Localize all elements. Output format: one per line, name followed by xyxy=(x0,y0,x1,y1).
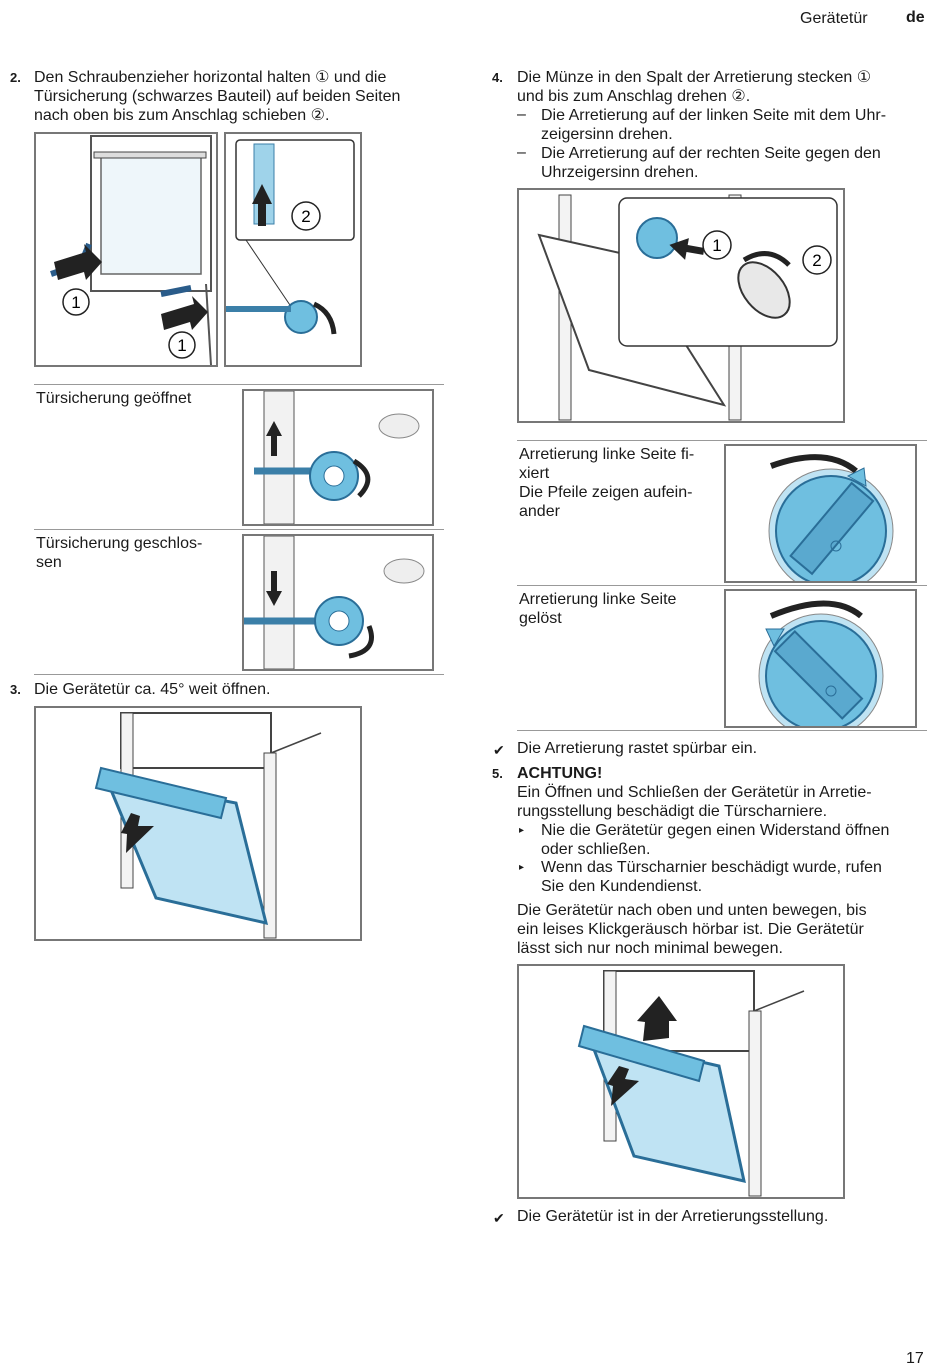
figure-callout: 1 xyxy=(71,293,80,312)
dash-mark: – xyxy=(517,106,526,123)
step-2-text: Den Schraubenzieher horizontal halten ① … xyxy=(34,68,400,125)
sub-line: zeigersinn drehen. xyxy=(541,126,673,143)
section-title: Gerätetür xyxy=(800,10,868,27)
table-rule xyxy=(34,674,444,675)
sub-line: Die Arretierung auf der rechten Seite ge… xyxy=(541,145,881,162)
table-rule xyxy=(517,440,927,441)
table-rule xyxy=(34,384,444,385)
bullet-line: Sie den Kundendienst. xyxy=(541,878,703,895)
table-cell-line: Türsicherung geschlos- xyxy=(36,535,203,552)
dash-mark: – xyxy=(517,144,526,161)
result-text: Die Gerätetür ist in der Arretierungsste… xyxy=(517,1208,829,1225)
warning-title: ACHTUNG! xyxy=(517,765,603,782)
figure-lock-closed xyxy=(242,534,434,671)
bullet-line: oder schließen. xyxy=(541,841,651,858)
step-2-line: nach oben bis zum Anschlag schieben ②. xyxy=(34,107,330,124)
figure-door-lock-detail: 2 xyxy=(224,132,362,367)
table-cell-line: sen xyxy=(36,554,62,571)
figure-lock-fixed xyxy=(724,444,917,583)
table-rule xyxy=(517,730,927,731)
sub-line: Die Arretierung auf der linken Seite mit… xyxy=(541,107,887,124)
language-tag: de xyxy=(906,9,925,26)
figure-screwdriver-oven: 1 1 xyxy=(34,132,218,367)
paragraph-line: ein leises Klickgeräusch hörbar ist. Die… xyxy=(517,921,864,938)
warning-line: Ein Öffnen und Schließen der Gerätetür i… xyxy=(517,784,872,801)
figure-door-45deg xyxy=(34,706,362,941)
warning-text: Ein Öffnen und Schließen der Gerätetür i… xyxy=(517,783,872,821)
paragraph-line: lässt sich nur noch minimal bewegen. xyxy=(517,940,783,957)
figure-door-move xyxy=(517,964,845,1199)
table-cell-label: Türsicherung geschlos- sen xyxy=(36,534,202,572)
warning-bullet-1: Nie die Gerätetür gegen einen Widerstand… xyxy=(541,821,889,859)
table-cell-label: Türsicherung geöffnet xyxy=(36,389,191,408)
table-cell-line: Türsicherung geöffnet xyxy=(36,390,192,407)
bullet-line: Wenn das Türscharnier beschädigt wurde, … xyxy=(541,859,882,876)
table-cell-line: xiert xyxy=(519,465,550,482)
step-4-sub-2: Die Arretierung auf der rechten Seite ge… xyxy=(541,144,881,182)
table-cell-line: gelöst xyxy=(519,610,562,627)
step-2-line: Türsicherung (schwarzes Bauteil) auf bei… xyxy=(34,88,401,105)
step-2-number: 2. xyxy=(10,70,21,85)
table-rule xyxy=(517,585,927,586)
bullet-line: Nie die Gerätetür gegen einen Widerstand… xyxy=(541,822,890,839)
step-4-sub-1: Die Arretierung auf der linken Seite mit… xyxy=(541,106,886,144)
figure-callout: 1 xyxy=(712,236,721,255)
step-5-paragraph: Die Gerätetür nach oben und unten bewege… xyxy=(517,901,867,958)
check-icon: ✔ xyxy=(493,1210,505,1226)
figure-lock-released xyxy=(724,589,917,728)
table-cell-label: Arretierung linke Seite fi- xiert Die Pf… xyxy=(519,445,694,521)
paragraph-line: Die Gerätetür nach oben und unten bewege… xyxy=(517,902,867,919)
figure-callout: 2 xyxy=(812,251,821,270)
figure-callout: 1 xyxy=(177,336,186,355)
bullet-icon: ▸ xyxy=(519,825,525,836)
warning-line: rungsstellung beschädigt die Türscharnie… xyxy=(517,803,828,820)
step-4-line: und bis zum Anschlag drehen ②. xyxy=(517,88,751,105)
step-4-line: Die Münze in den Spalt der Arretierung s… xyxy=(517,69,872,86)
sub-line: Uhrzeigersinn drehen. xyxy=(541,164,699,181)
result-text: Die Arretierung rastet spürbar ein. xyxy=(517,740,758,757)
check-icon: ✔ xyxy=(493,742,505,758)
table-rule xyxy=(34,529,444,530)
figure-callout: 2 xyxy=(301,207,310,226)
figure-lock-open xyxy=(242,389,434,526)
table-cell-line: Die Pfeile zeigen aufein- xyxy=(519,484,693,501)
table-cell-line: Arretierung linke Seite fi- xyxy=(519,446,695,463)
step-5-number: 5. xyxy=(492,766,503,781)
table-cell-label: Arretierung linke Seite gelöst xyxy=(519,590,676,628)
step-3-number: 3. xyxy=(10,682,21,697)
table-cell-line: Arretierung linke Seite xyxy=(519,591,677,608)
step-3-text: Die Gerätetür ca. 45° weit öffnen. xyxy=(34,681,271,698)
figure-coin-lock: 1 2 xyxy=(517,188,845,423)
warning-bullet-2: Wenn das Türscharnier beschädigt wurde, … xyxy=(541,858,882,896)
bullet-icon: ▸ xyxy=(519,862,525,873)
step-4-text: Die Münze in den Spalt der Arretierung s… xyxy=(517,68,871,106)
table-cell-line: ander xyxy=(519,503,560,520)
step-2-line: Den Schraubenzieher horizontal halten ① … xyxy=(34,69,387,86)
step-4-number: 4. xyxy=(492,70,503,85)
page-number: 17 xyxy=(906,1350,924,1367)
